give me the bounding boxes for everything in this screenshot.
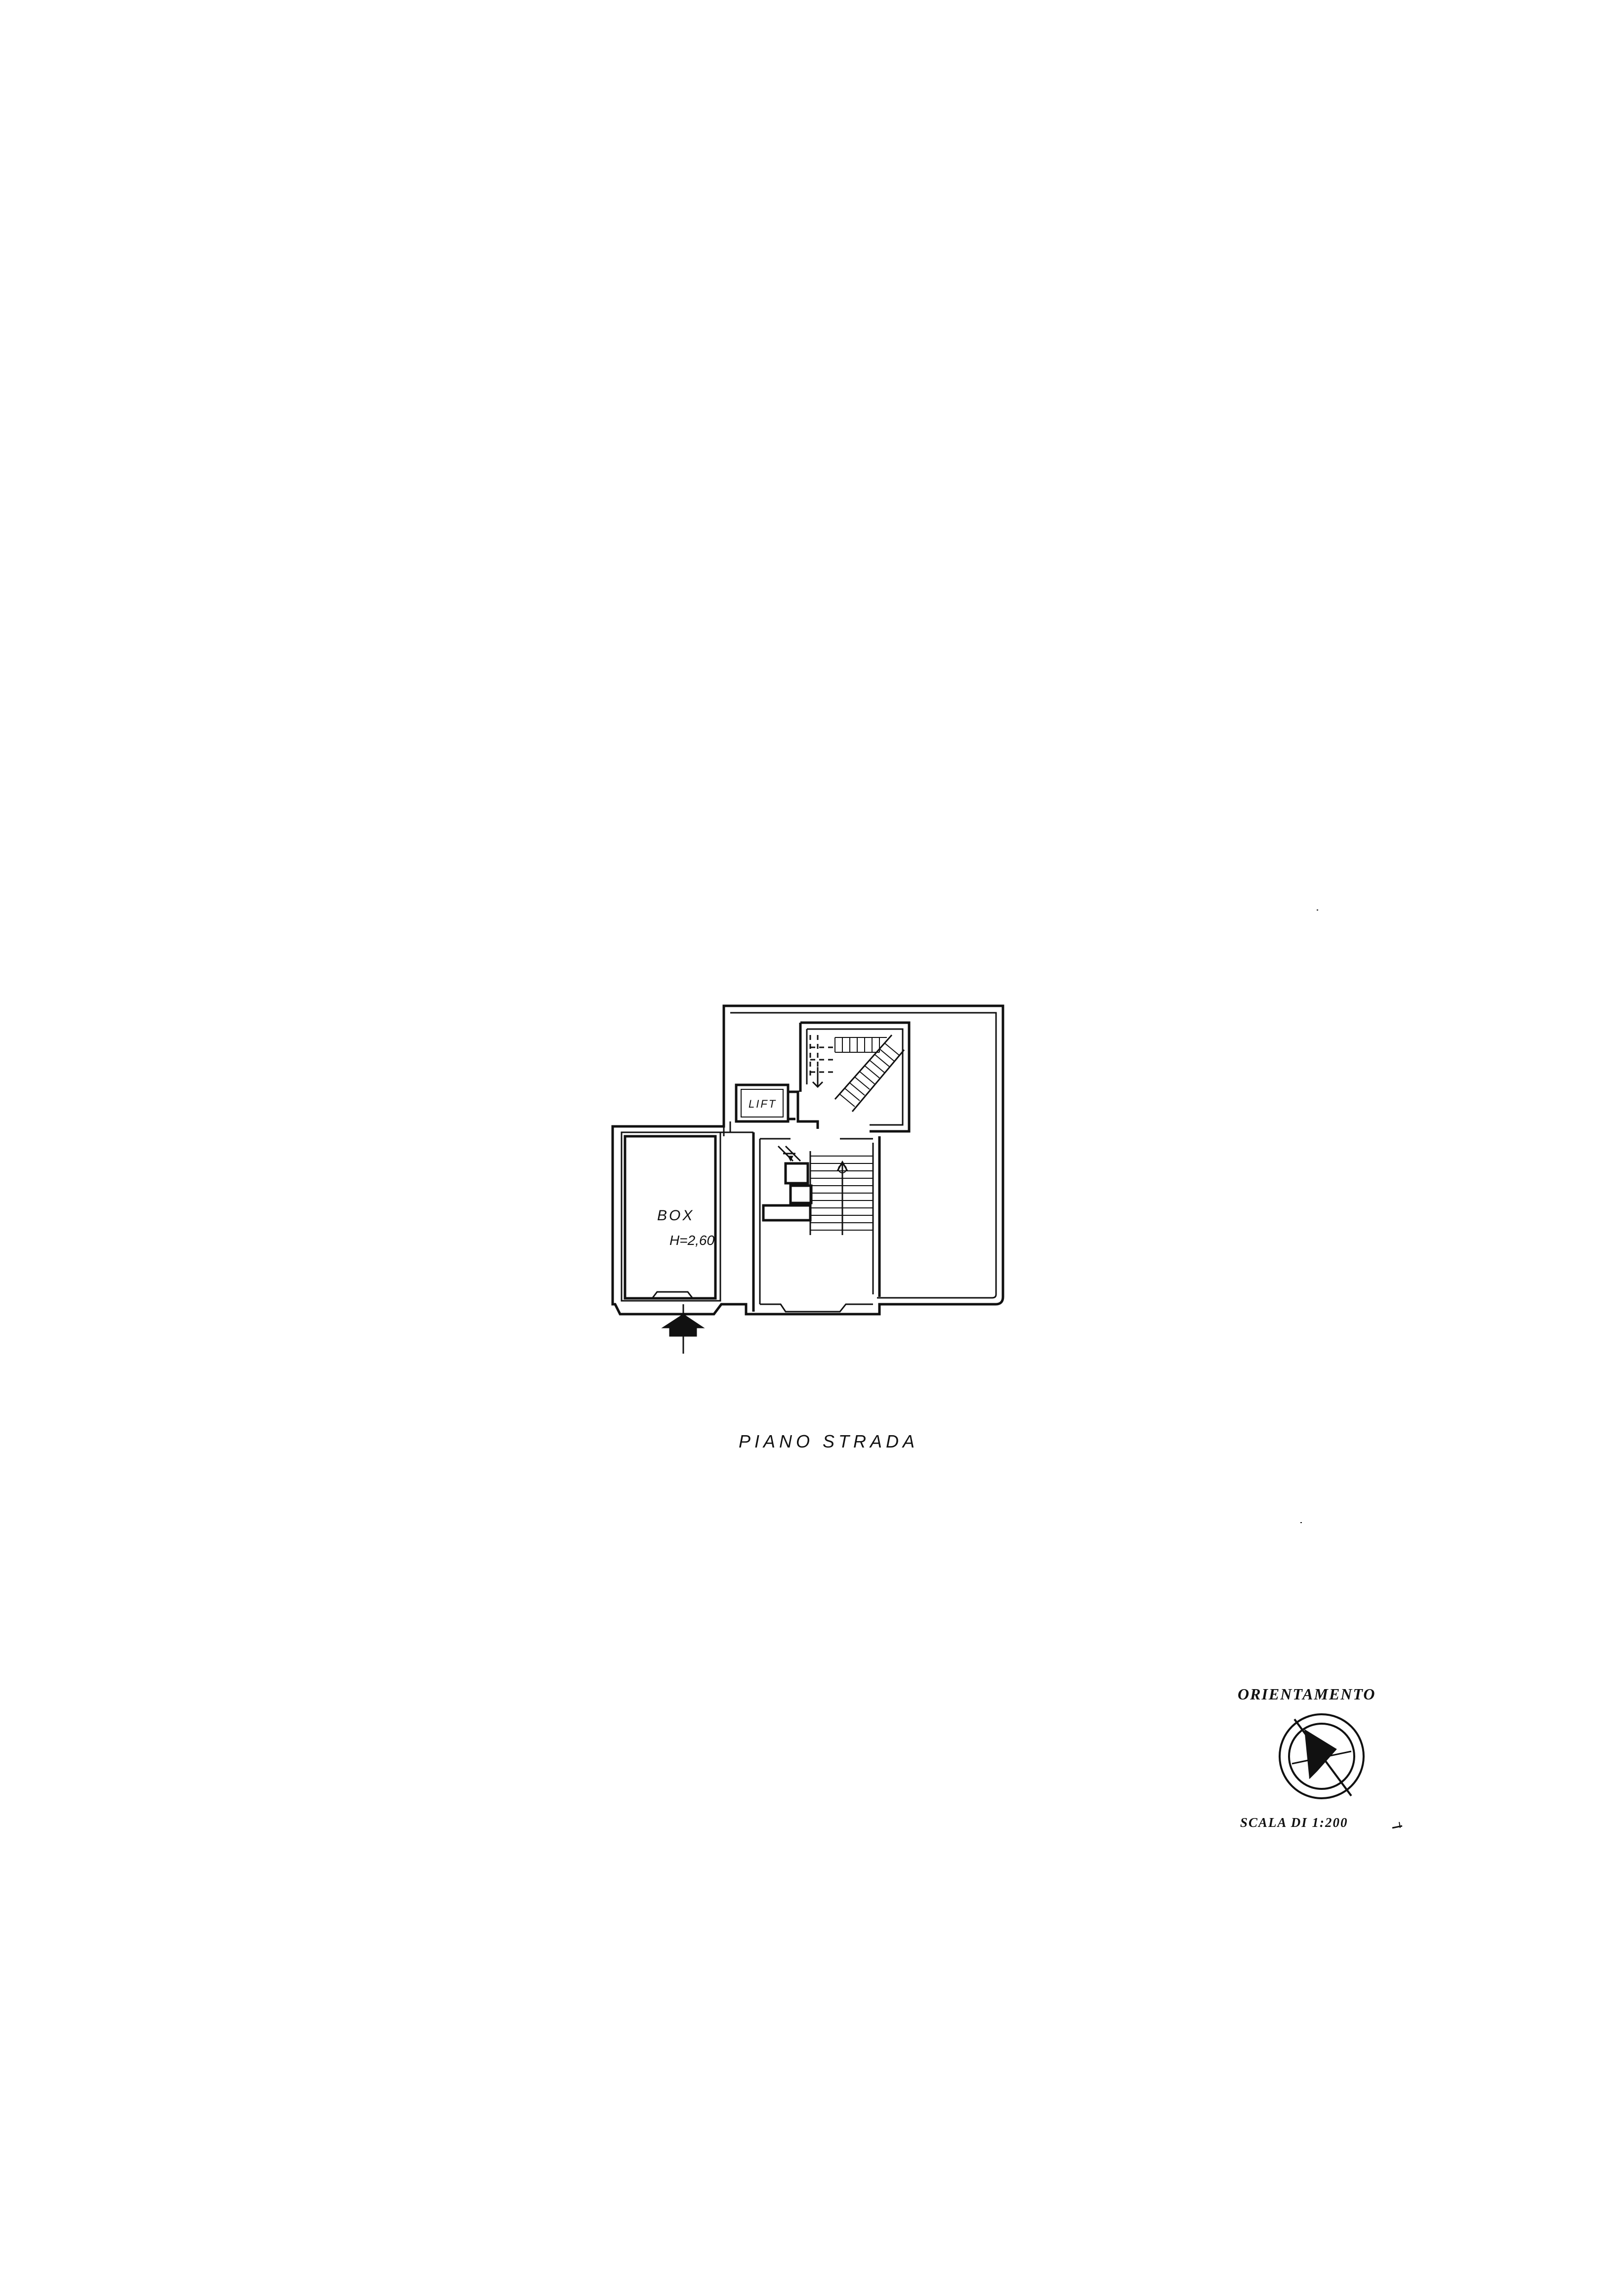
orientation-label: ORIENTAMENTO [1238, 1685, 1375, 1703]
lift-shaft [735, 1083, 790, 1123]
legend: ORIENTAMENTO SCALA DI 1:200 [1238, 1685, 1403, 1830]
scale-mark [1392, 1821, 1403, 1829]
room-label-box-height: H=2,60 [669, 1233, 714, 1248]
floor-plan: BOX H=2,60 LIFT [611, 1004, 1004, 1354]
scan-specks [1300, 910, 1318, 1523]
corridor-wall [720, 1121, 753, 1136]
box-room [621, 1131, 721, 1302]
scale-label: SCALA DI 1:200 [1240, 1815, 1348, 1830]
landing-walls [788, 1090, 819, 1129]
room-label-box: BOX [657, 1207, 694, 1224]
compass-rose-icon [1279, 1713, 1365, 1799]
entrance-arrow-icon [661, 1304, 705, 1354]
room-label-lift: LIFT [749, 1098, 777, 1110]
outer-walls [611, 1004, 1004, 1316]
upper-staircase [799, 1021, 911, 1133]
plan-title: PIANO STRADA [739, 1431, 918, 1451]
lower-staircase [752, 1132, 881, 1313]
